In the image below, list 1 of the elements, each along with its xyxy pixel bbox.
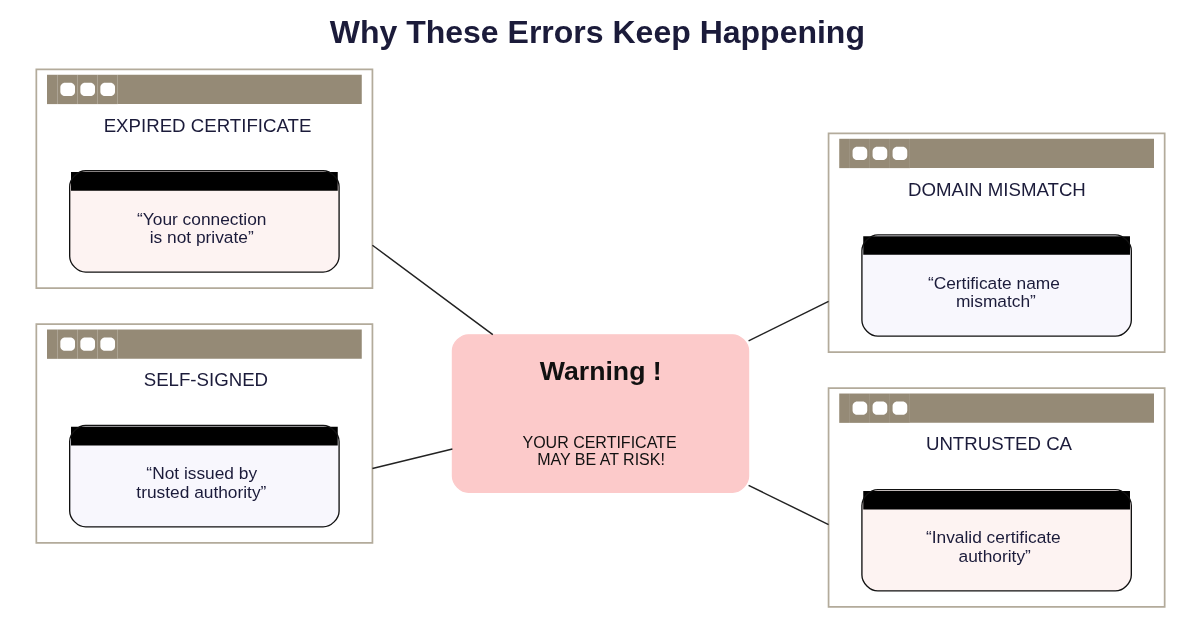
diagram-title: Why These Errors Keep Happening: [329, 14, 865, 51]
